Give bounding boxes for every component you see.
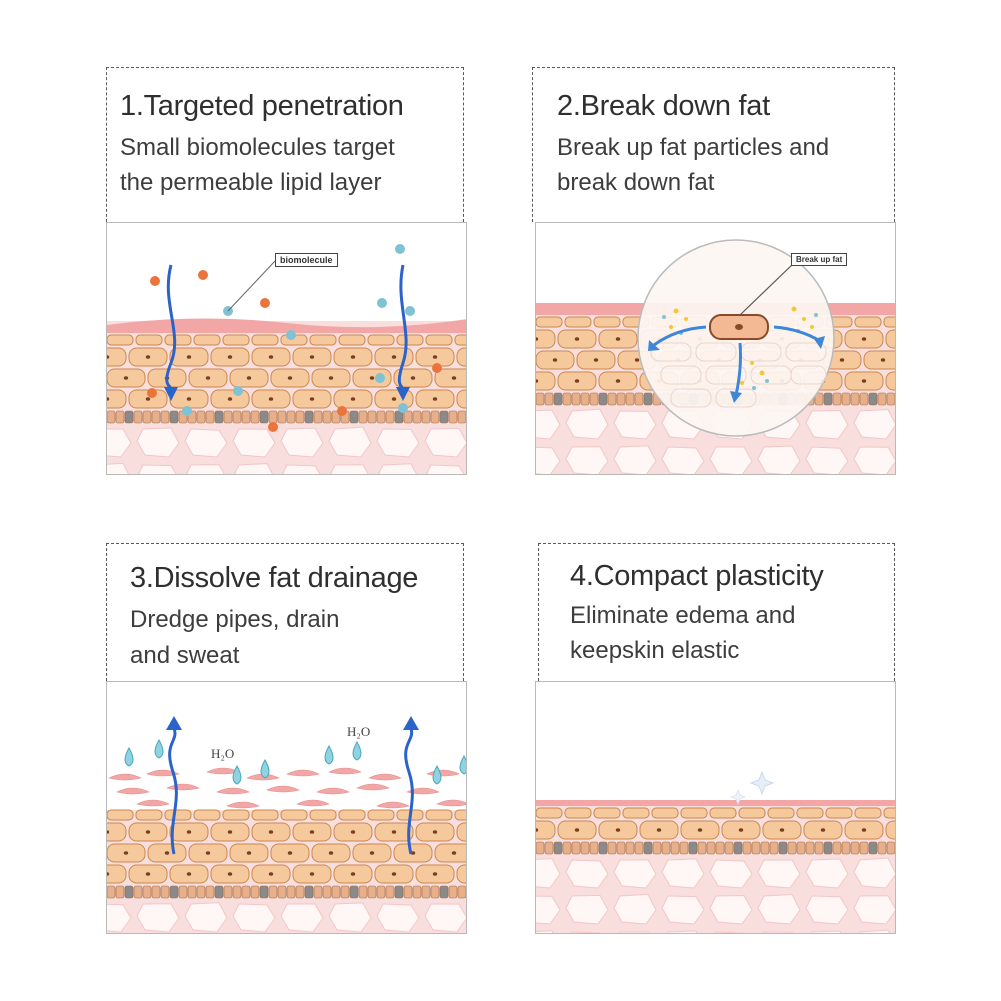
break-up-fat-callout: Break up fat — [791, 253, 847, 266]
panel-3-desc-line-1: Dredge pipes, drain — [130, 602, 339, 637]
biomolecule-callout: biomolecule — [275, 253, 338, 267]
panel-2-desc-line-2: break down fat — [557, 165, 714, 200]
panel-3-desc-line-2: and sweat — [130, 638, 239, 673]
h2o-label-left: H₂O — [211, 746, 234, 762]
panel-2-title: 2.Break down fat — [557, 90, 770, 123]
panel-3-title: 3.Dissolve fat drainage — [130, 562, 418, 595]
sparkle-icon — [536, 682, 896, 934]
panel-1-desc-line-1: Small biomolecules target — [120, 130, 395, 165]
panel-4-desc-line-1: Eliminate edema and — [570, 598, 795, 633]
panel-1-desc-line-2: the permeable lipid layer — [120, 165, 381, 200]
panel-4-title: 4.Compact plasticity — [570, 560, 824, 593]
panel-1-illustration: biomolecule — [106, 222, 467, 475]
panel-2-desc-line-1: Break up fat particles and — [557, 130, 829, 165]
panel-4-illustration — [535, 681, 896, 934]
panel-3-illustration: H₂O H₂O — [106, 681, 467, 934]
panel-2-illustration: Break up fat — [535, 222, 896, 475]
panel-4-desc-line-2: keepskin elastic — [570, 633, 739, 668]
sweat-drainage — [107, 682, 467, 934]
panel-1-title: 1.Targeted penetration — [120, 90, 404, 123]
h2o-label-right: H₂O — [347, 724, 370, 740]
